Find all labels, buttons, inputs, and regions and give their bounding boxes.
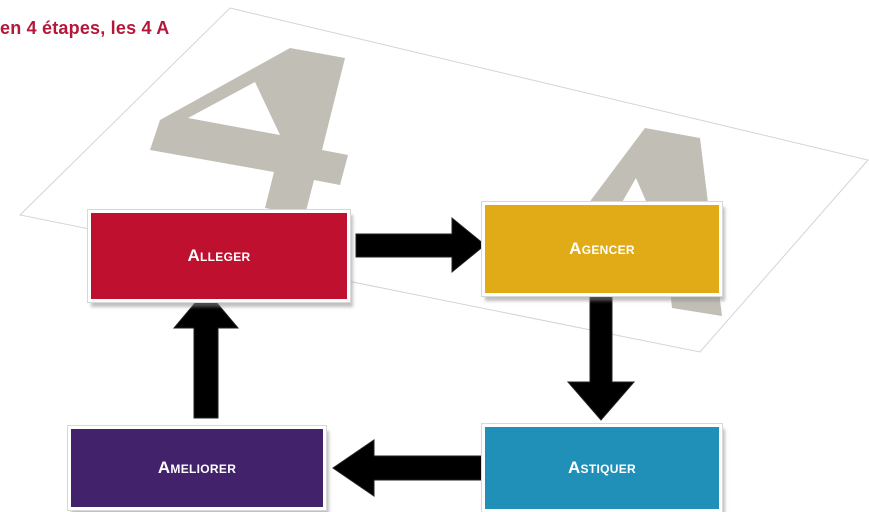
arrow-down: [566, 295, 636, 421]
step-agencer: Agencer: [481, 201, 723, 297]
step-astiquer-label: Astiquer: [567, 458, 636, 477]
step-agencer-label: Agencer: [569, 239, 635, 258]
step-ameliorer-label: Ameliorer: [157, 458, 237, 477]
step-astiquer: Astiquer: [481, 423, 723, 512]
step-alleger: Alleger: [87, 209, 351, 303]
step-ameliorer: Ameliorer: [67, 425, 327, 511]
arrow-right: [355, 216, 486, 274]
arrow-left: [332, 439, 486, 497]
diagram-title: en 4 étapes, les 4 A: [0, 18, 170, 38]
step-alleger-label: Alleger: [187, 246, 251, 265]
arrow-up: [172, 289, 240, 419]
